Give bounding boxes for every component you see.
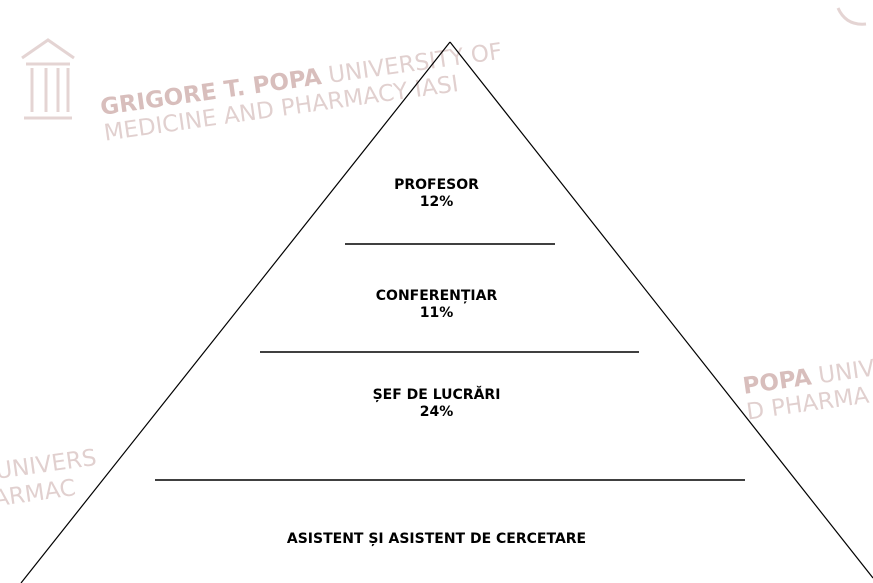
- pyramid-right-edge: [449, 41, 873, 579]
- level-profesor: PROFESOR 12%: [0, 177, 873, 211]
- watermark-text-main: GRIGORE T. POPA UNIVERSITY OF MEDICINE A…: [99, 39, 504, 147]
- level-title: CONFERENȚIAR: [375, 288, 498, 304]
- university-building-icon: [21, 38, 75, 120]
- pyramid-left-edge: [20, 41, 451, 583]
- level-title: ȘEF DE LUCRĂRI: [372, 387, 501, 403]
- watermark-logo: [21, 38, 75, 120]
- level-title: ASISTENT ȘI ASISTENT DE CERCETARE: [286, 531, 587, 547]
- level-conferentiar: CONFERENȚIAR 11%: [0, 288, 873, 322]
- level-percent: 24%: [419, 404, 454, 420]
- level-percent: 12%: [419, 194, 454, 210]
- level-title: PROFESOR: [394, 177, 479, 193]
- level-sef-de-lucrari: ȘEF DE LUCRĂRI 24%: [0, 387, 873, 421]
- level-asistent: ASISTENT ȘI ASISTENT DE CERCETARE: [0, 531, 873, 548]
- watermark-corner-icon: [836, 7, 867, 26]
- level-percent: 11%: [419, 305, 454, 321]
- watermark-text-left: UNIVERS ARMAC: [0, 445, 98, 512]
